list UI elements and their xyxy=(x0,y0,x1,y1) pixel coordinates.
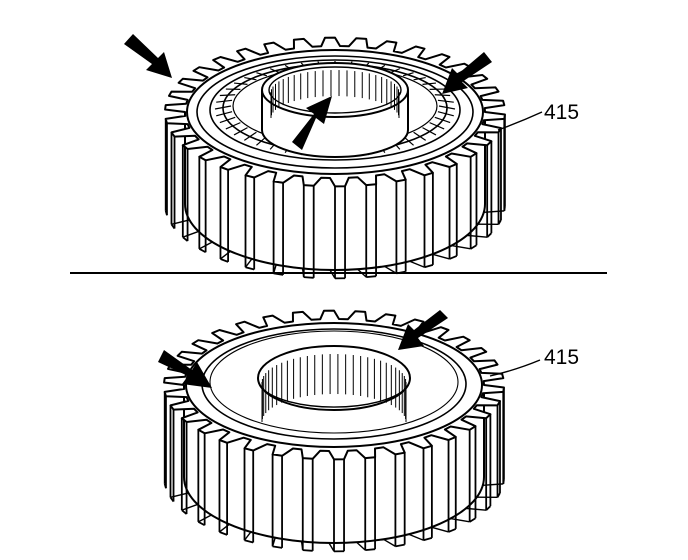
arrow-icon xyxy=(398,310,448,350)
arrow-icon xyxy=(124,34,172,78)
top-inner-spline xyxy=(270,70,400,118)
arrow-icon xyxy=(158,350,212,388)
bottom-hub-face xyxy=(185,322,483,448)
bottom-gear-without-bearing: 415 xyxy=(158,309,579,553)
top-needle-rollers xyxy=(214,61,456,157)
callout-leader xyxy=(497,111,543,131)
top-callout-label: 415 xyxy=(544,101,579,124)
callout-leader xyxy=(489,359,541,377)
top-arrows xyxy=(124,34,492,150)
top-bearing-assembly xyxy=(186,49,484,175)
bottom-arrows xyxy=(158,310,448,388)
arrow-icon xyxy=(292,96,332,150)
arrow-icon xyxy=(442,52,492,94)
bottom-inner-spline xyxy=(261,354,407,422)
bottom-callout-label: 415 xyxy=(544,346,579,369)
top-gear-with-bearing: 415 xyxy=(124,34,579,280)
